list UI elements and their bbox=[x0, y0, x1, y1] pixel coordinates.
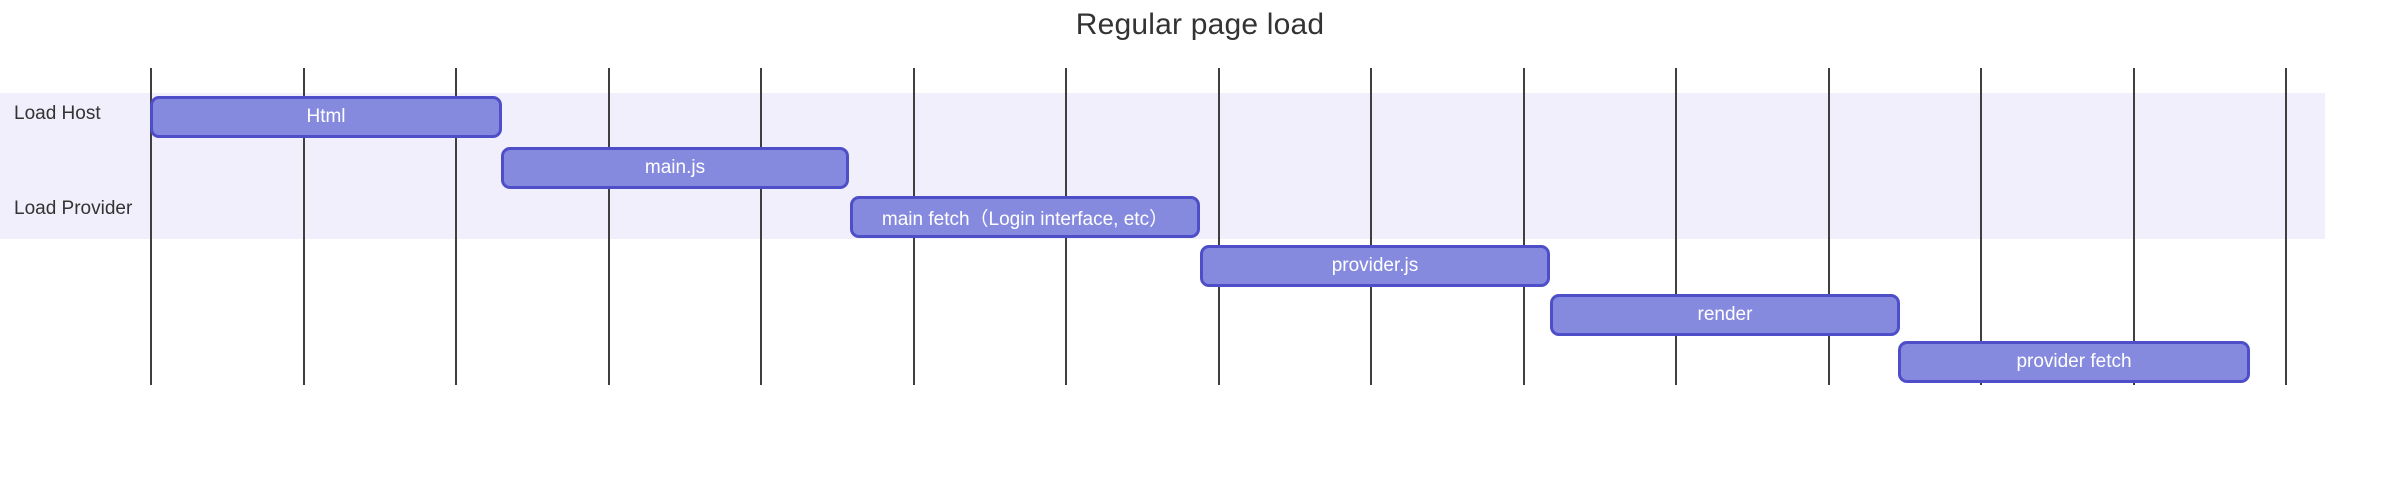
grid-line bbox=[2133, 68, 2135, 385]
grid-line bbox=[1370, 68, 1372, 385]
task-bar-providerjs[interactable]: provider.js bbox=[1200, 245, 1550, 287]
task-bar-mainjs[interactable]: main.js bbox=[501, 147, 849, 189]
grid-line bbox=[2285, 68, 2287, 385]
grid-line bbox=[150, 68, 152, 385]
task-bar-label: render bbox=[1697, 304, 1753, 325]
grid-line bbox=[303, 68, 305, 385]
chart-title: Regular page load bbox=[1075, 8, 1325, 41]
section-label-load-provider: Load Provider bbox=[14, 198, 133, 219]
grid-line bbox=[1980, 68, 1982, 385]
grid-line bbox=[1675, 68, 1677, 385]
grid-line bbox=[1218, 68, 1220, 385]
grid-line bbox=[1523, 68, 1525, 385]
task-bar-label: main.js bbox=[644, 157, 706, 178]
grid-line bbox=[455, 68, 457, 385]
task-bar-render[interactable]: render bbox=[1550, 294, 1900, 336]
task-bar-label: main fetch（Login interface, etc） bbox=[881, 208, 1169, 230]
task-bar-label: Html bbox=[306, 106, 346, 127]
grid-line bbox=[608, 68, 610, 385]
grid-line bbox=[760, 68, 762, 385]
grid-line bbox=[1828, 68, 1830, 385]
task-bar-provider-fetch[interactable]: provider fetch bbox=[1898, 341, 2250, 383]
task-bar-main-fetchlogin-interface-etc[interactable]: main fetch（Login interface, etc） bbox=[850, 196, 1200, 238]
task-bar-html[interactable]: Html bbox=[150, 96, 502, 138]
task-bar-label: provider fetch bbox=[2016, 351, 2132, 372]
task-bar-label: provider.js bbox=[1331, 255, 1419, 276]
section-label-load-host: Load Host bbox=[14, 103, 101, 124]
